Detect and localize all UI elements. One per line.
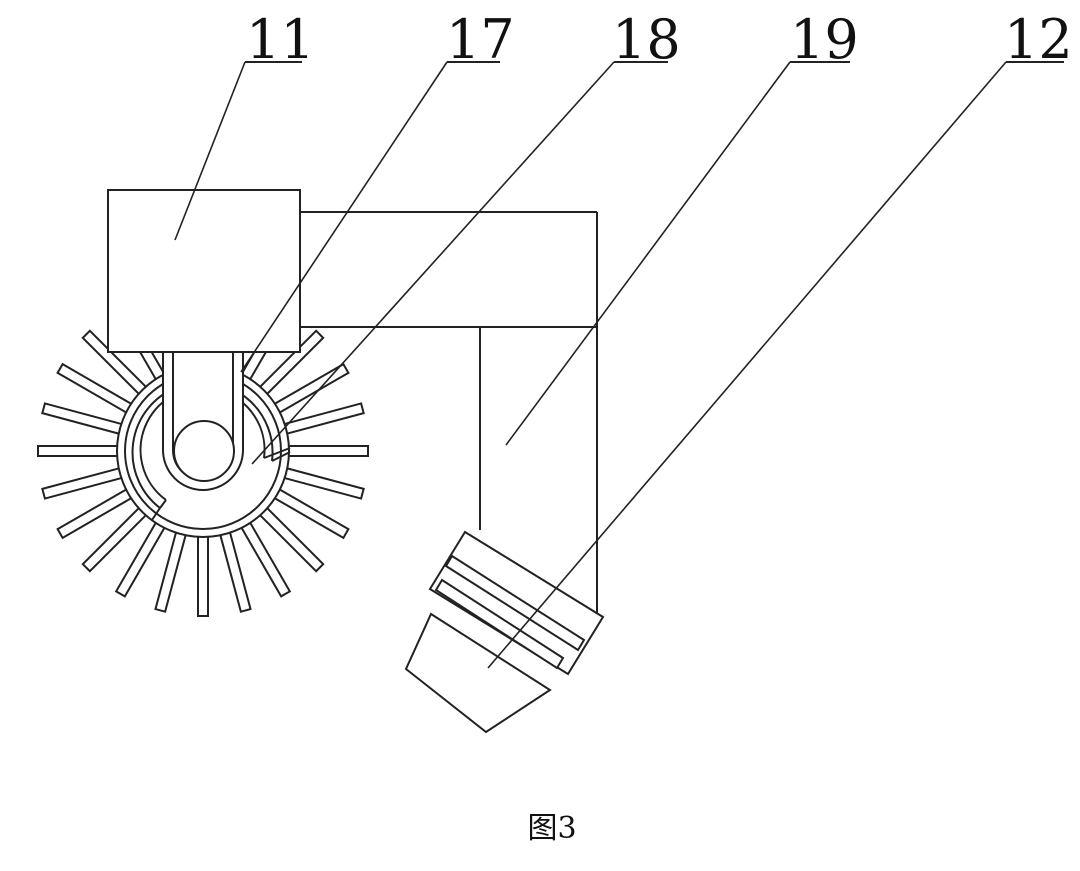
nozzle-tip xyxy=(404,612,552,734)
drive-bracket xyxy=(162,351,244,491)
bristle xyxy=(41,402,125,436)
label-17: 17 xyxy=(446,8,515,71)
brush-bristles xyxy=(37,285,369,617)
leader-lines xyxy=(174,61,1064,669)
bristle xyxy=(218,529,252,613)
label-11: 11 xyxy=(246,8,315,71)
bristle xyxy=(281,466,365,500)
figure-caption: 图3 xyxy=(527,811,576,846)
label-18: 18 xyxy=(612,8,681,71)
motor-box xyxy=(107,189,301,353)
bristle xyxy=(281,402,365,436)
label-19: 19 xyxy=(790,8,859,71)
bristle xyxy=(41,466,125,500)
drive-shaft xyxy=(173,420,235,482)
bristle xyxy=(197,534,209,617)
bristle xyxy=(154,529,188,613)
bristle xyxy=(37,445,120,457)
horizontal-arm xyxy=(300,211,598,616)
nozzle-ring-lower xyxy=(434,578,565,670)
nozzle-ring-upper xyxy=(444,554,586,652)
bristle xyxy=(286,445,369,457)
nozzle-assembly xyxy=(404,530,605,734)
label-12: 12 xyxy=(1004,8,1073,71)
